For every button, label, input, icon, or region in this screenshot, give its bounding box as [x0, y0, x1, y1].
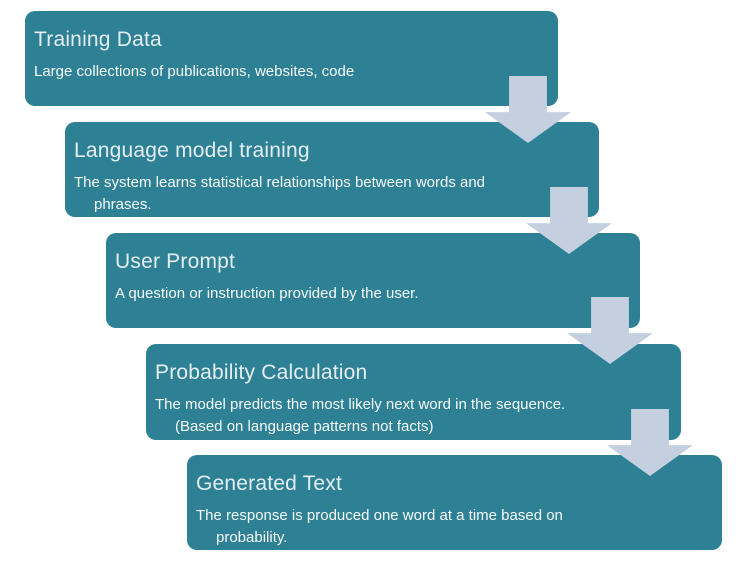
step-title: Training Data [34, 28, 162, 51]
step-description: The response is produced one word at a t… [196, 507, 563, 546]
step-box-training-data: Training Data Large collections of publi… [25, 11, 558, 106]
step-description: Large collections of publications, websi… [34, 63, 355, 80]
step-box-generated-text: Generated Text The response is produced … [187, 455, 722, 550]
step-description: The system learns statistical relationsh… [74, 174, 486, 213]
step-box-user-prompt: User Prompt A question or instruction pr… [106, 233, 640, 328]
step-description: A question or instruction provided by th… [115, 285, 419, 302]
step-description: The model predicts the most likely next … [155, 396, 566, 435]
step-box-probability-calculation: Probability Calculation The model predic… [146, 344, 681, 440]
step-title: Probability Calculation [155, 361, 368, 384]
step-title: Language model training [74, 139, 310, 162]
step-title: User Prompt [115, 250, 236, 273]
step-box-language-model-training: Language model training The system learn… [65, 122, 599, 217]
step-title: Generated Text [196, 472, 343, 495]
